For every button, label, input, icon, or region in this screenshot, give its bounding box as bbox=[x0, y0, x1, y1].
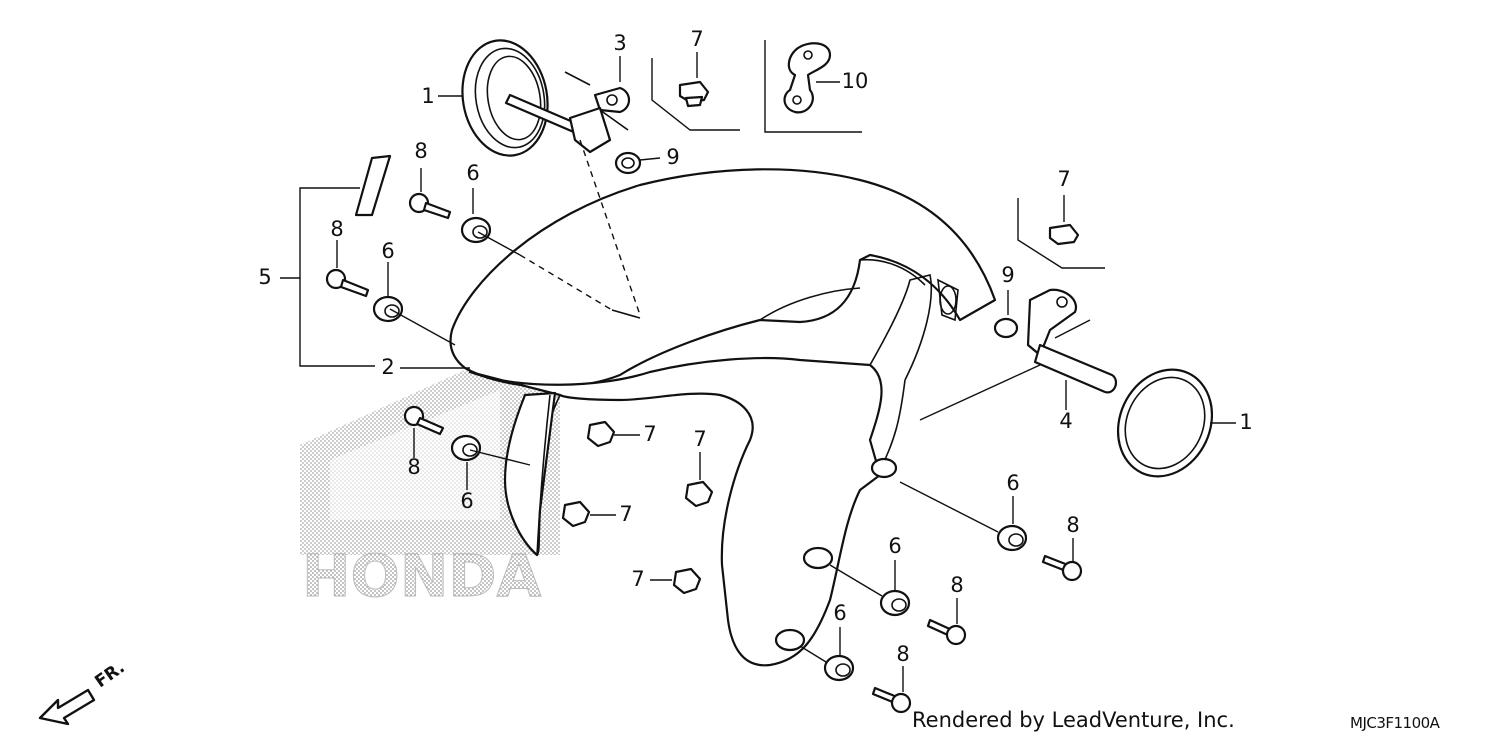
callout-6-f: 6 bbox=[833, 601, 846, 625]
callout-7-c: 7 bbox=[693, 427, 706, 451]
callout-8-c: 8 bbox=[407, 455, 420, 479]
callout-3: 3 bbox=[613, 31, 626, 55]
collar-7-a bbox=[586, 420, 616, 448]
bolt-8-f bbox=[871, 686, 912, 714]
reflector-stay-4 bbox=[993, 288, 1118, 394]
reflector-left bbox=[461, 39, 582, 157]
reflector-right bbox=[1116, 368, 1214, 478]
callout-7-b: 7 bbox=[619, 502, 632, 526]
front-marker-label: FR. bbox=[91, 658, 128, 692]
callout-8-e: 8 bbox=[950, 573, 963, 597]
grommet-6-e bbox=[879, 589, 911, 617]
collar-7-c bbox=[684, 480, 714, 508]
grommet-6-a bbox=[460, 216, 492, 244]
callout-6-c: 6 bbox=[460, 489, 473, 513]
callout-6-a: 6 bbox=[466, 161, 479, 185]
credit-text: Rendered by LeadVenture, Inc. bbox=[912, 708, 1235, 732]
callout-8-f: 8 bbox=[896, 642, 909, 666]
front-arrow-icon: FR. bbox=[38, 658, 129, 726]
collar-7-b bbox=[561, 500, 591, 528]
dashed-guide-lines bbox=[519, 71, 641, 319]
bolt-8-c bbox=[403, 405, 445, 436]
callout-6-b: 6 bbox=[381, 239, 394, 263]
decal-strip bbox=[354, 154, 392, 217]
callout-8-b: 8 bbox=[330, 217, 343, 241]
bolt-8-b bbox=[325, 268, 370, 298]
callout-8-a: 8 bbox=[414, 139, 427, 163]
grommet-6-f bbox=[823, 654, 855, 682]
grommet-6-d bbox=[996, 524, 1028, 552]
nut-9-top bbox=[614, 151, 642, 175]
callout-7-right: 7 bbox=[1057, 167, 1070, 191]
callout-7-top: 7 bbox=[690, 27, 703, 51]
bolt-8-e bbox=[926, 618, 967, 646]
callout-7-a: 7 bbox=[643, 422, 656, 446]
watermark-text: HONDA bbox=[302, 542, 542, 610]
callout-numbers: 1 3 7 10 9 8 6 8 6 5 2 8 6 7 7 7 7 7 9 4… bbox=[258, 27, 1252, 666]
collar-7-d bbox=[672, 567, 702, 595]
grommet-6-c bbox=[450, 434, 482, 462]
collar-7-right-top bbox=[1048, 223, 1080, 246]
group-brackets bbox=[651, 40, 1105, 269]
callout-6-e: 6 bbox=[888, 534, 901, 558]
callout-9-top: 9 bbox=[666, 145, 679, 169]
callout-9-right: 9 bbox=[1001, 263, 1014, 287]
reflector-stay-3 bbox=[568, 86, 631, 154]
callout-6-d: 6 bbox=[1006, 471, 1019, 495]
callout-10: 10 bbox=[842, 69, 869, 93]
diagram-code: MJC3F1100A bbox=[1350, 714, 1440, 732]
callout-1-left: 1 bbox=[421, 84, 434, 108]
callout-1-right: 1 bbox=[1239, 410, 1252, 434]
bolt-8-d bbox=[1041, 554, 1083, 582]
front-fender bbox=[449, 168, 997, 667]
collar-7-top bbox=[678, 80, 710, 108]
callout-2: 2 bbox=[381, 355, 394, 379]
honda-watermark: HONDA bbox=[300, 345, 560, 611]
callout-4: 4 bbox=[1059, 409, 1072, 433]
plate-10 bbox=[783, 42, 832, 114]
leader-lines bbox=[280, 52, 1236, 692]
bolt-8-a bbox=[408, 192, 452, 220]
callout-7-d: 7 bbox=[631, 567, 644, 591]
grommet-6-b bbox=[372, 295, 404, 323]
callout-5: 5 bbox=[258, 265, 271, 289]
callout-8-d: 8 bbox=[1066, 513, 1079, 537]
